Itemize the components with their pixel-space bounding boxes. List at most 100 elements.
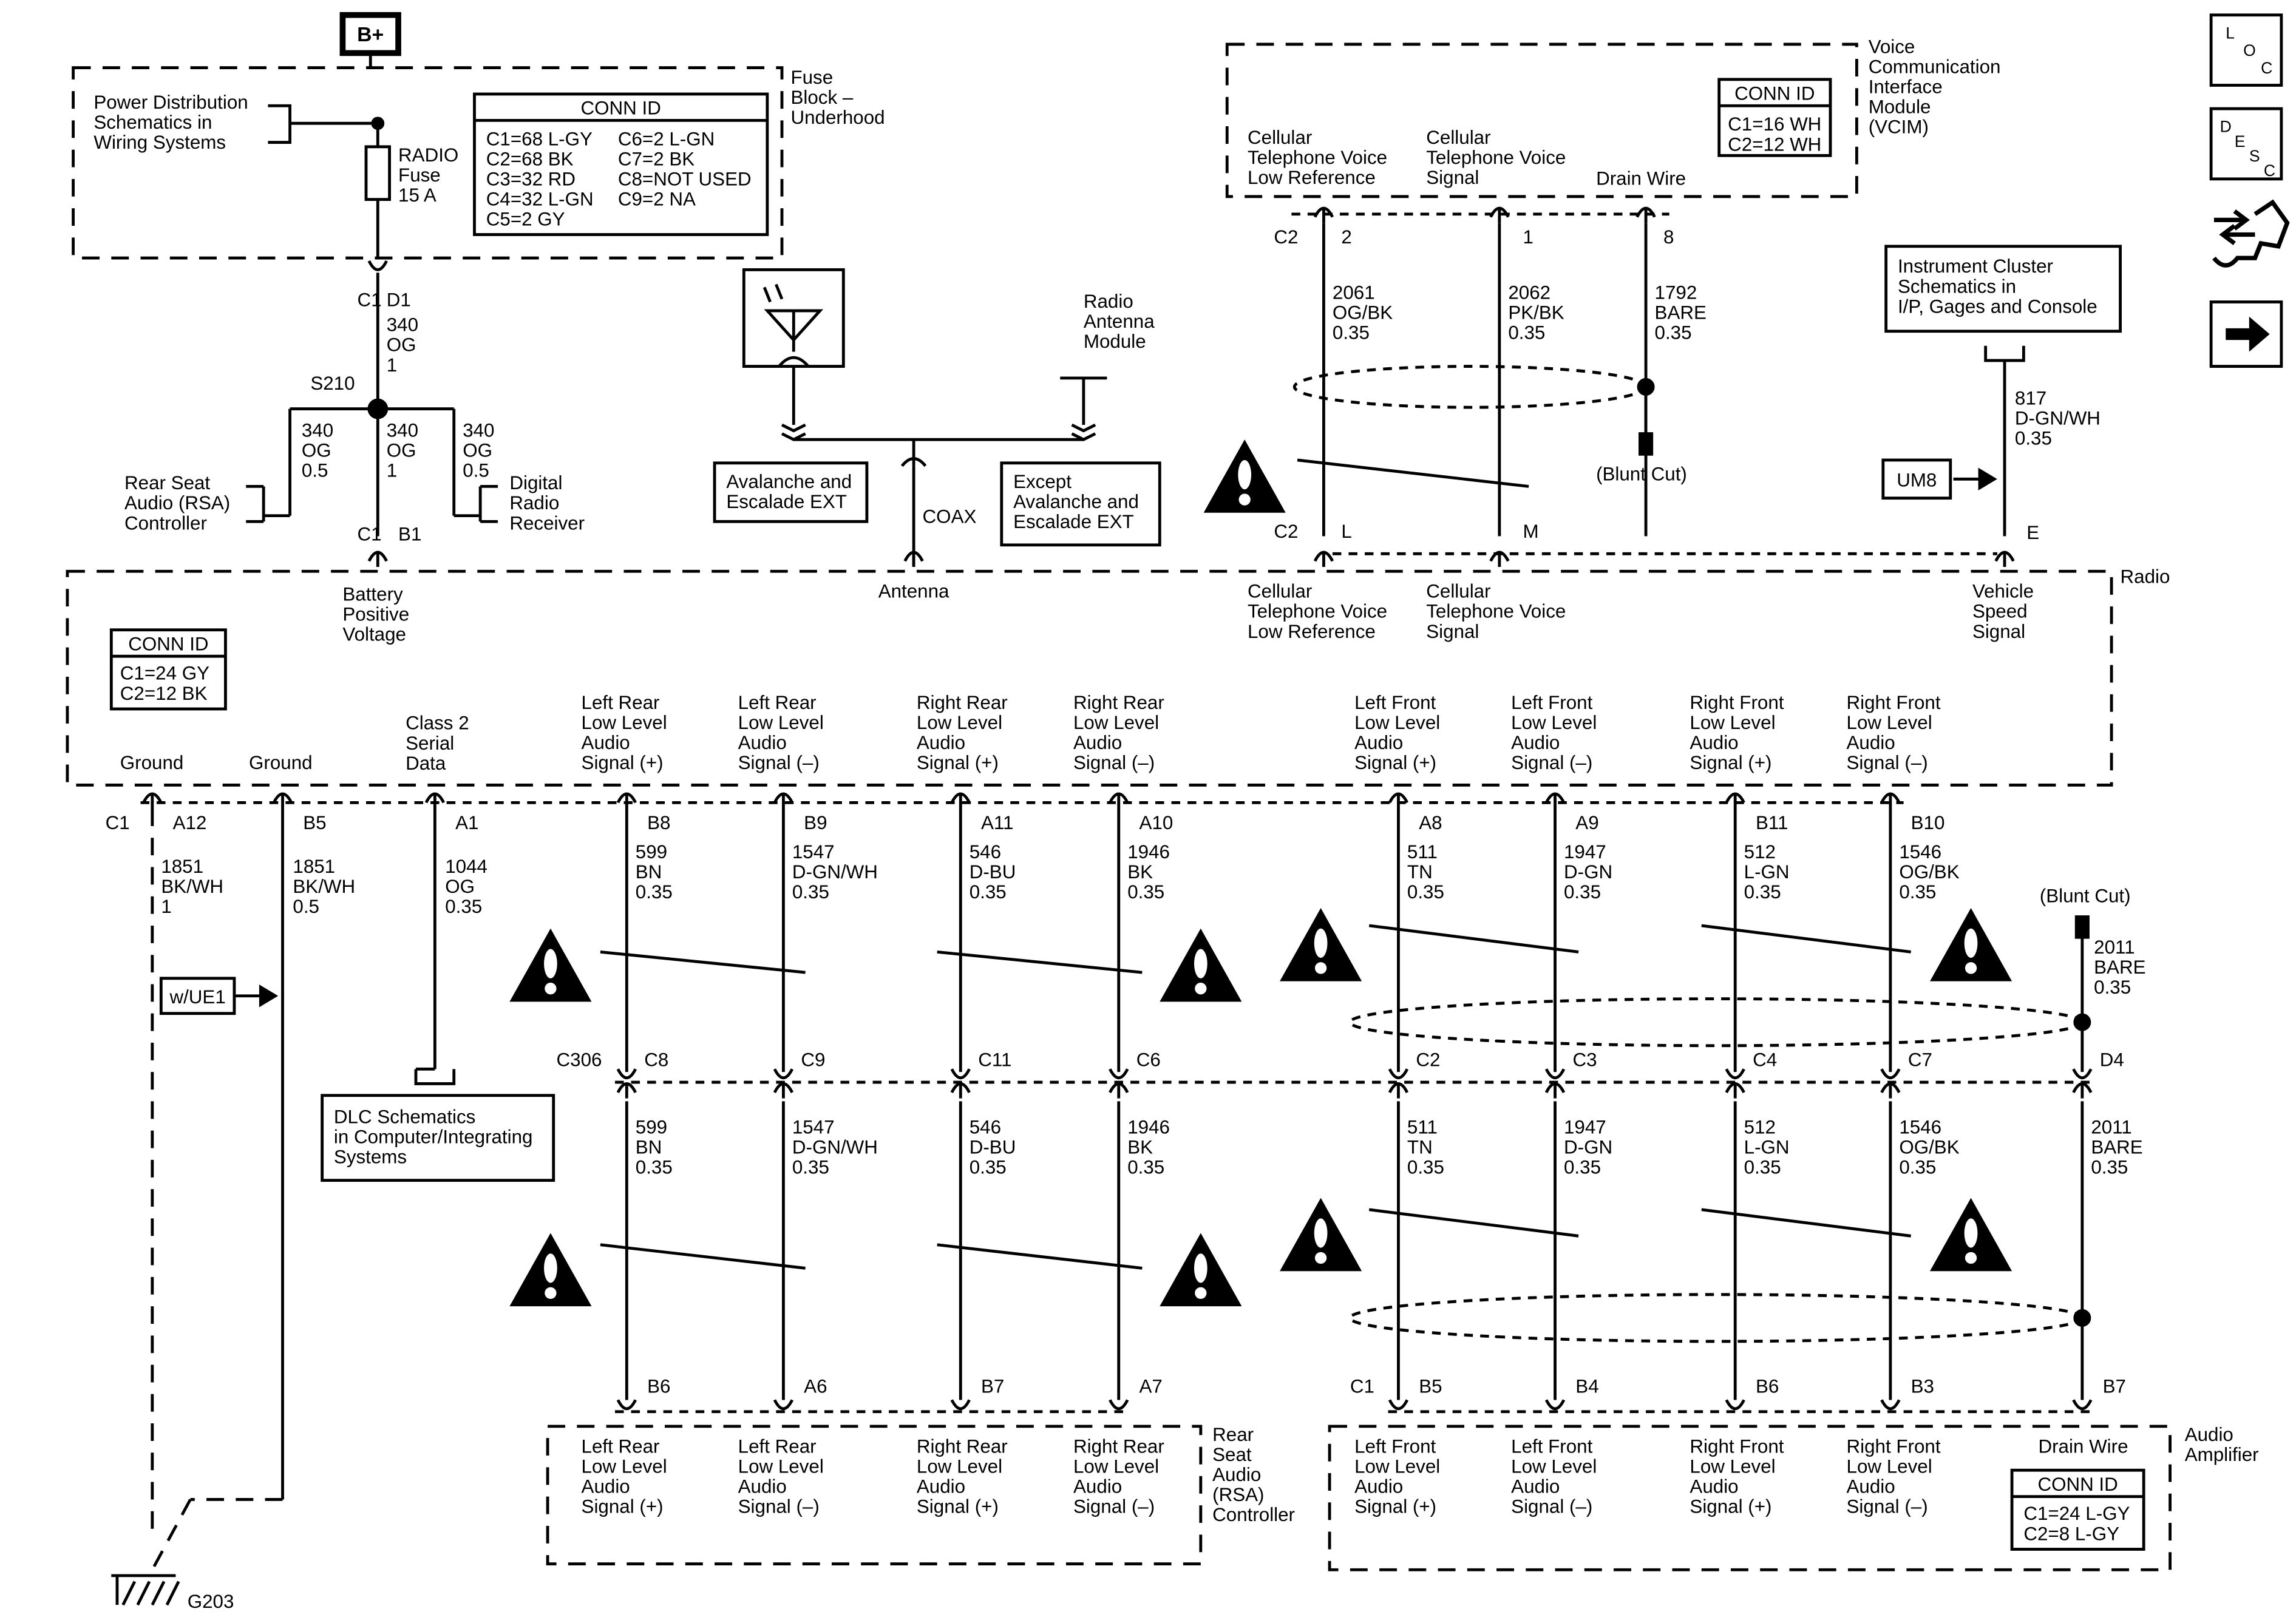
vcim-border [1225,42,1858,198]
connector-terminal [1109,1399,1129,1411]
twisted-pair-mark [1297,458,1529,488]
connector-terminal [1725,1399,1745,1411]
c306-pin-4: C2 [1416,1049,1440,1071]
upper-wire-3-line: 0.35 [1127,881,1164,903]
radio-cell-signal-line: Cellular [1426,581,1490,602]
avalanche-label-line: Avalanche and [726,471,852,492]
upper-wire-3-line: BK [1127,861,1153,883]
pin-5: A11 [981,812,1013,833]
amp-signal-2-line: Audio [1690,1476,1738,1497]
vehicle-speed-signal-line: Signal [1972,621,2025,642]
battery-positive-voltage-line: Battery [342,583,403,605]
audio-signal-lr_n-line: Signal (–) [738,752,820,773]
amp-signal-2-line: Right Front [1690,1435,1784,1457]
upper-wire-4-line: 0.35 [1407,881,1444,903]
radio-antenna-module-line: Antenna [1084,311,1155,332]
audio-signal-lf_p-line: Low Level [1354,712,1440,733]
wire-340-left-line: OG [302,439,331,461]
rsa-pin-3: A7 [1140,1375,1163,1397]
audio-signal-rf_p-line: Audio [1690,732,1738,753]
rsa-pin-1: A6 [804,1375,827,1397]
connector-terminal [950,1068,971,1080]
wire [165,1581,180,1606]
amp-pin-0: B5 [1419,1375,1442,1397]
c306-pin-1: C9 [801,1049,825,1071]
caution-icon [1160,928,1242,1002]
rsa-signal-2-line: Right Rear [917,1435,1008,1457]
audio-signal-lr_p-line: Audio [582,732,630,753]
rsa-border [546,1425,1203,1565]
c306-pin-7: C7 [1908,1049,1932,1071]
amp-signal-1-line: Audio [1511,1476,1560,1497]
rsa-pin-2: B7 [981,1375,1004,1397]
lower-wire-3-line: 1946 [1127,1116,1170,1137]
wire-1851-b-line: BK/WH [293,876,355,897]
rsa-pin-0: B6 [647,1375,670,1397]
class2-serial-data-line: Class 2 [406,713,469,734]
class2-serial-data-line: Data [406,753,446,774]
audio-signal-lf_p-line: Signal (+) [1354,752,1436,773]
twisted-pair-mark [600,1243,806,1270]
b-plus-label: B+ [357,23,384,46]
amp-name-line: Amplifier [2185,1444,2259,1465]
shield-ellipse [1348,997,2084,1048]
lower-wire-6-line: 0.35 [1744,1157,1781,1178]
loc-button [2209,13,2283,87]
ic-bracket [1984,345,2025,362]
c306-pin-0: C8 [644,1049,668,1071]
pin-8: A9 [1575,812,1598,833]
audio-signal-lf_p-line: Audio [1354,732,1403,753]
conn-id-box-fuse [473,92,769,236]
avalanche-label-line: Escalade EXT [726,491,847,512]
pin-6: A10 [1140,812,1173,833]
connector-terminal [2072,1068,2093,1080]
amp-signal-0-line: Audio [1354,1476,1403,1497]
audio-signal-rf_n-line: Signal (–) [1847,752,1928,773]
pin-7: A8 [1419,812,1442,833]
twisted-pair-mark [1368,924,1579,954]
amp-signal-2-line: Signal (+) [1690,1496,1771,1517]
rsa-name-line: (RSA) [1212,1484,1264,1505]
conn-id-title: CONN ID [581,98,661,119]
wire-2061-line: 0.35 [1333,322,1370,344]
conn-id-right-line: C6=2 L-GN [618,128,715,149]
amp-drain-wire: Drain Wire [2038,1435,2128,1457]
radio-cell-signal-line: Telephone Voice [1426,601,1566,622]
conn-id-box-amp [2010,1468,2145,1551]
amp-connector-c1: C1 [1350,1375,1374,1397]
audio-signal-rf_n-line: Low Level [1847,712,1932,733]
amp-signal-3-line: Low Level [1847,1456,1932,1477]
lower-wire-8-line: 0.35 [2091,1157,2128,1178]
lower-wire-7-line: OG/BK [1899,1137,1959,1158]
drr-bracket [453,486,482,522]
amp-name-line: Audio [2185,1424,2233,1445]
caution-icon [1930,908,2012,981]
pds-bracket [268,104,291,144]
upper-wire-2-line: 546 [970,841,1001,863]
twisted-pair-mark [1701,1208,1911,1238]
rsa-signal-1-line: Signal (–) [738,1496,820,1517]
ic-reference-line: Schematics in [1898,276,2016,297]
rsa-signal-0-line: Audio [582,1476,630,1497]
connector-c1: C1 [358,290,382,311]
radio-antenna-module-line: Module [1084,331,1146,352]
pin-2: A1 [455,812,478,833]
c306-pin-2: C11 [978,1049,1011,1071]
conn-id-box-vcim [1717,78,1832,157]
radio-border [66,569,2113,787]
coax-label: COAX [923,506,977,527]
audio-signal-rf_n-line: Audio [1847,732,1895,753]
connector-c2-radio: C2 [1274,521,1298,542]
rsa-signal-3-line: Right Rear [1073,1435,1164,1457]
caution-icon [509,928,592,1002]
upper-wire-7-line: 1546 [1899,841,1941,863]
connector-terminal [1880,1399,1901,1411]
battery-positive-voltage-line: Voltage [342,624,406,645]
audio-signal-lr_p-line: Signal (+) [582,752,664,773]
upper-wire-1-line: D-GN/WH [792,861,878,883]
except-label-line: Avalanche and [1013,491,1139,512]
audio-signal-lf_n-line: Left Front [1511,692,1592,713]
lower-wire-2-line: D-BU [970,1137,1016,1158]
audio-signal-rf_p-line: Right Front [1690,692,1784,713]
upper-wire-6-line: 0.35 [1744,881,1781,903]
